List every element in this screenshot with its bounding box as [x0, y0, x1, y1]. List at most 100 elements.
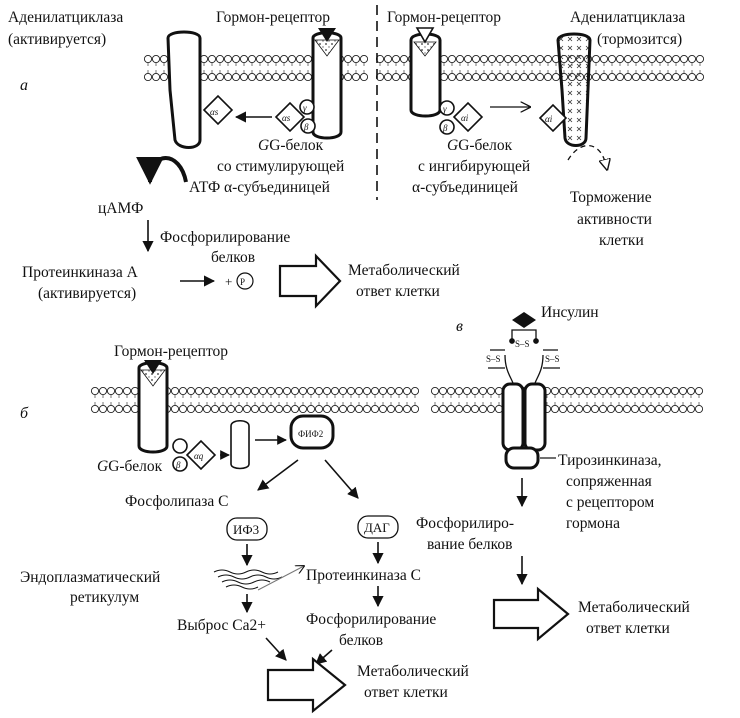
phos-to-response-arrow: [315, 649, 333, 665]
hormone-right-icon: [415, 27, 435, 44]
lipid-bilayer-4: [430, 386, 704, 414]
g-protein-stim-label-3: α-субъединицей: [224, 179, 330, 196]
tyrosine-kinase-label-1: Тирозинкиназа,: [558, 452, 661, 469]
receptor-left: [311, 31, 343, 140]
protein-kinase-a-status: (активируется): [38, 285, 136, 302]
alpha-s-bound-label: αs: [210, 107, 219, 117]
phosphorylation-c-label-1: Фосфорилиро-: [416, 515, 514, 532]
inhibition-label-1: Торможение: [570, 189, 652, 206]
er-icon: [213, 569, 283, 590]
protein-kinase-c-label: Протеинкиназа С: [306, 567, 421, 584]
response-b-arrow: [266, 656, 347, 714]
adenylate-cyclase-left-label: Аденилатциклаза: [8, 9, 123, 26]
g-protein-stim-label-2: со стимулирующей: [217, 158, 344, 175]
g-protein-b-label: GG-белок: [97, 458, 163, 475]
tyrosine-kinase-domain: [504, 446, 540, 470]
alpha-i-bound-label: αi: [545, 114, 553, 124]
insulin-label: Инсулин: [541, 304, 599, 321]
panel-c-marker: в: [456, 318, 463, 335]
hormone-left-icon: [318, 28, 336, 42]
plus-sign: +: [225, 274, 232, 289]
camp-label: цАМФ: [98, 200, 143, 217]
g-protein-inhib-text: G-белок: [458, 137, 512, 154]
phosphorylation-b-label-2: белков: [339, 632, 383, 649]
panel-b-marker: б: [20, 405, 29, 422]
pip2-box: [289, 414, 335, 450]
adenylate-cyclase-right: [556, 32, 592, 147]
response-c-arrow: [492, 586, 570, 642]
g-protein-stim-beta: β: [303, 122, 309, 132]
calcium-release-label: Выброс Ca2+: [177, 617, 266, 634]
g-protein-stim-text: G-белок: [269, 137, 323, 154]
panel-b: б Гормон-рецептор β αq GG-белок ФИФ2 Фос…: [20, 343, 469, 714]
phosphate-icon: [236, 272, 254, 290]
alpha-i-bound: αi: [538, 103, 568, 133]
disulfide-left: S–S: [486, 354, 501, 364]
response-b-label-2: ответ клетки: [364, 684, 448, 701]
g-protein-stim: αs γ β: [274, 99, 316, 134]
ip3-label: ИФ3: [233, 522, 259, 537]
dag-box: [357, 515, 399, 539]
g-protein-stim-alpha: αs: [282, 113, 291, 123]
hormone-b-icon: [144, 360, 162, 374]
g-protein-b-text: G-белок: [108, 458, 162, 475]
protein-kinase-a-label: Протеинкиназа А: [22, 264, 139, 281]
g-protein-inhib-label-3: α-субъединицей: [412, 179, 518, 196]
pip2-label: ФИФ2: [298, 429, 323, 439]
adenylate-cyclase-right-label: Аденилатциклаза: [570, 9, 685, 26]
receptor-b-label: Гормон-рецептор: [114, 343, 228, 360]
panel-a-marker: а: [20, 77, 28, 94]
pip2-to-ip3-arrow: [257, 459, 299, 491]
g-protein-stim-gamma: γ: [303, 103, 307, 113]
receptor-beta-left: [501, 382, 525, 452]
receptor-beta-right: [523, 382, 547, 452]
tyrosine-kinase-label-3: с рецептором: [566, 494, 654, 511]
g-protein-b-alpha: αq: [194, 451, 204, 461]
phosphate-label: Р: [240, 277, 245, 287]
adenylate-cyclase-left: [166, 30, 202, 149]
phospholipase-c-protein: [230, 419, 250, 470]
disulfide-top: S–S: [515, 339, 530, 349]
g-protein-inhib-label-2: с ингибирующей: [418, 158, 530, 175]
ip3-box: [226, 517, 268, 541]
phosphorylation-c-label-2: вание белков: [427, 536, 512, 553]
ca-to-response-arrow: [265, 637, 287, 661]
ca-to-pkc-arrow: [257, 566, 304, 591]
phosphorylation-b-label-1: Фосфорилирование: [306, 611, 436, 628]
panel-c: в Инсулин S–S S–S S–S Тирозинкиназа, соп…: [416, 304, 690, 642]
adenylate-cyclase-right-status: (тормозится): [597, 31, 682, 48]
response-b-label-1: Метаболический: [357, 663, 469, 680]
g-protein-b-beta: β: [175, 460, 181, 470]
atp-label: АТФ: [189, 179, 220, 196]
inhibition-arrow: [567, 144, 606, 165]
g-protein-inhib-beta: β: [442, 123, 448, 133]
receptor-right-label: Гормон-рецептор: [387, 9, 501, 26]
atp-to-camp-arrow: [136, 156, 188, 185]
g-protein-b: β αq: [172, 438, 217, 472]
adenylate-cyclase-left-status: (активируется): [8, 31, 106, 48]
response-c-label-2: ответ клетки: [586, 620, 670, 637]
lipid-bilayer-3: [90, 386, 420, 414]
response-a-label-1: Метаболический: [348, 262, 460, 279]
inhibition-label-2: активности: [577, 211, 652, 228]
disulfide-right: S–S: [545, 354, 560, 364]
er-label-1: Эндоплазматический: [20, 569, 160, 586]
insulin-icon: [512, 312, 536, 328]
phosphorylation-a-label-1: Фосфорилирование: [160, 229, 290, 246]
g-protein-inhib-label-1: GG-белок: [447, 137, 513, 154]
response-a-label-2: ответ клетки: [356, 283, 440, 300]
response-c-label-1: Метаболический: [578, 599, 690, 616]
pip2-to-dag-arrow: [324, 459, 359, 499]
phosphorylation-a-label-2: белков: [211, 249, 255, 266]
panel-a: а Аденилатциклаза (активируется) Гормон-…: [8, 5, 685, 309]
g-protein-inhib-alpha: αi: [461, 113, 469, 123]
receptor-left-label: Гормон-рецептор: [216, 9, 330, 26]
er-label-2: ретикулум: [70, 589, 139, 606]
dag-label: ДАГ: [364, 520, 390, 535]
tyrosine-kinase-label-4: гормона: [566, 515, 620, 532]
phospholipase-c-label: Фосфолипаза С: [125, 493, 228, 510]
g-protein-stim-label-1: GG-белок: [258, 137, 324, 154]
tyrosine-kinase-label-2: сопряженная: [566, 473, 652, 490]
g-protein-inhib-gamma: γ: [443, 104, 447, 114]
